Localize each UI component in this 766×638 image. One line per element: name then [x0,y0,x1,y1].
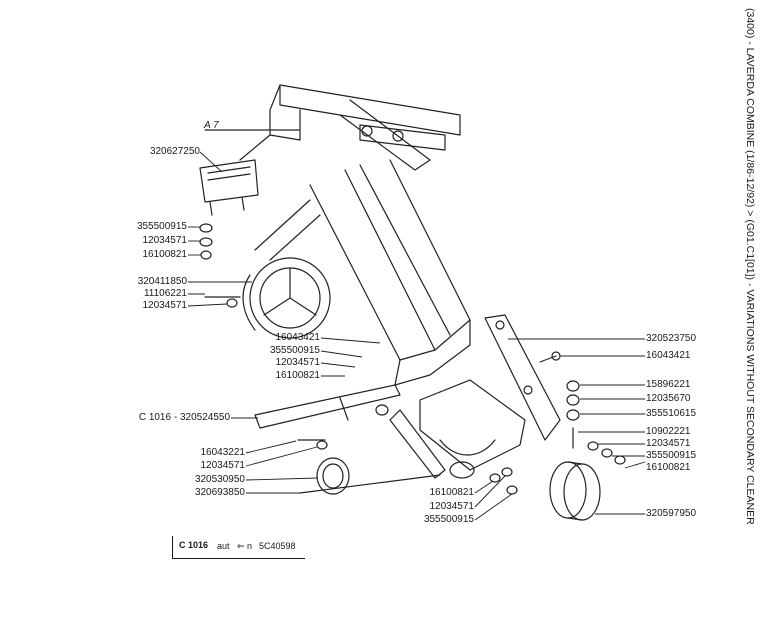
support-bar [254,384,401,429]
leader-line [474,475,506,508]
page-title: (3400) - LAVERDA COMBINE (1/86-12/92) > … [744,8,756,525]
right-arm [484,314,561,441]
left-part-label: 16043421 [275,332,321,343]
leader-line [199,151,223,173]
pulley [549,461,601,521]
bottom-part-label: 12034571 [429,501,475,512]
left-part-label: 320693850 [194,487,245,498]
ref-code: C 1016 [179,540,209,550]
leader-line [320,350,363,358]
conveyor-tube [254,159,471,386]
right-part-label: 16043421 [646,350,691,361]
left-part-label: 355500915 [269,345,320,356]
left-part-label: 16100821 [142,249,188,260]
leader-line [320,337,381,344]
left-part-label: 12034571 [142,235,188,246]
left-part-label: 16100821 [275,370,321,381]
right-part-label: 355510615 [646,408,697,419]
leader-line [245,477,319,481]
left-part-label: 11106221 [143,288,187,299]
lever-arm [299,409,446,494]
right-part-label: 16100821 [646,462,691,473]
seal-ring [297,439,350,495]
left-part-label: 320627250 [149,146,200,157]
right-part-label: 15896221 [646,379,691,390]
leader-lines [187,151,646,521]
left-part-label: 355500915 [136,221,187,232]
right-part-label: 10902221 [646,426,691,437]
view-reference-label: A 7 [204,120,219,131]
left-part-label: 12034571 [142,300,188,311]
right-part-label: 12034571 [646,438,691,449]
bottom-part-label: 355500915 [423,514,474,525]
reference-box: C 1016 aut ⇐ n 5C40598 [172,536,305,559]
leader-line [320,362,356,368]
leader-line [474,480,494,494]
bottom-part-label: 16100821 [429,487,475,498]
ref-number: 5C40598 [259,541,296,551]
right-part-label: 320523750 [646,333,697,344]
left-part-label: C 1016 - 320524550 [138,412,230,423]
right-part-label: 12035670 [646,393,691,404]
right-part-label: 355500915 [646,450,697,461]
left-part-label: 320530950 [194,474,245,485]
left-part-label: 320411850 [137,276,187,287]
washer-stack-right [566,380,626,465]
bearing-housing [204,257,331,339]
top-frame [204,84,461,171]
leader-line [245,446,318,467]
washer-stack-left [199,223,213,260]
leader-line [624,461,646,469]
right-part-label: 320597950 [646,508,697,519]
mounting-plate [199,159,259,216]
left-part-label: 12034571 [275,357,321,368]
leader-line [187,303,228,307]
leader-line [474,493,513,521]
ref-arrow: ⇐ n [237,541,253,551]
leader-line [245,440,297,454]
left-part-label: 16043221 [200,447,246,458]
ref-word: aut [217,541,230,551]
left-part-label: 12034571 [200,460,246,471]
